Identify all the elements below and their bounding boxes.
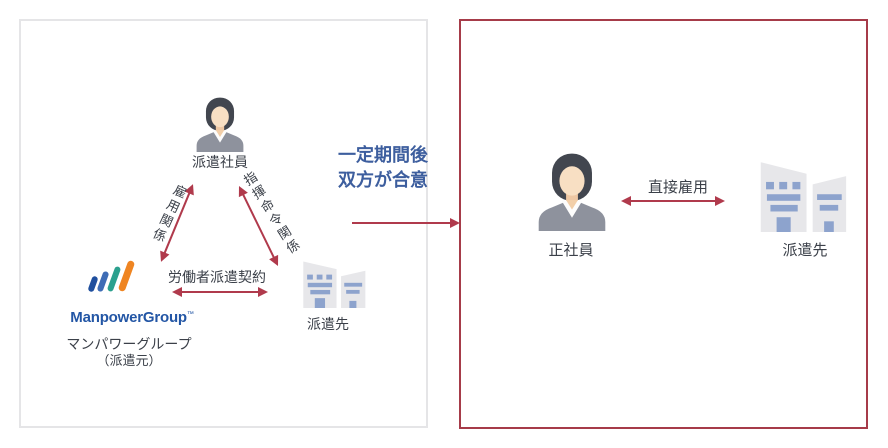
- employment-relation-label: 雇用関係: [148, 181, 189, 247]
- client-label-before: 派遣先: [307, 316, 349, 332]
- agency-role-label: （派遣元）: [96, 353, 162, 368]
- trademark-mark: ™: [186, 311, 194, 318]
- direct-employment-label: 直接雇用: [647, 179, 709, 196]
- direct-employment-arrow: [621, 196, 725, 206]
- transition-heading-line2: 双方が合意: [338, 170, 428, 190]
- manpowergroup-logo-text: ManpowerGroup™: [70, 309, 194, 326]
- dispatched-worker-person-icon: [196, 97, 244, 152]
- transition-arrow: [352, 218, 460, 228]
- dispatch-contract-arrow: [172, 287, 268, 297]
- fulltime-employee-person-icon: [538, 153, 606, 231]
- after-panel: 正社員 直接雇用 派遣先: [459, 19, 868, 429]
- client-company-building-icon: [303, 261, 366, 308]
- client-company-building-icon-after: [760, 162, 847, 232]
- fulltime-employee-label: 正社員: [548, 242, 594, 259]
- agency-name-label: マンパワーグループ: [66, 336, 192, 352]
- transition-heading-line1: 一定期間後: [338, 145, 428, 165]
- manpowergroup-logo-icon: [88, 260, 135, 292]
- command-relation-label: 指揮命令関係: [239, 169, 304, 259]
- transition-heading: 一定期間後 双方が合意: [338, 143, 428, 193]
- client-label-after: 派遣先: [782, 242, 828, 259]
- dispatch-contract-label: 労働者派遣契約: [168, 269, 266, 285]
- dispatched-worker-label: 派遣社員: [192, 154, 248, 170]
